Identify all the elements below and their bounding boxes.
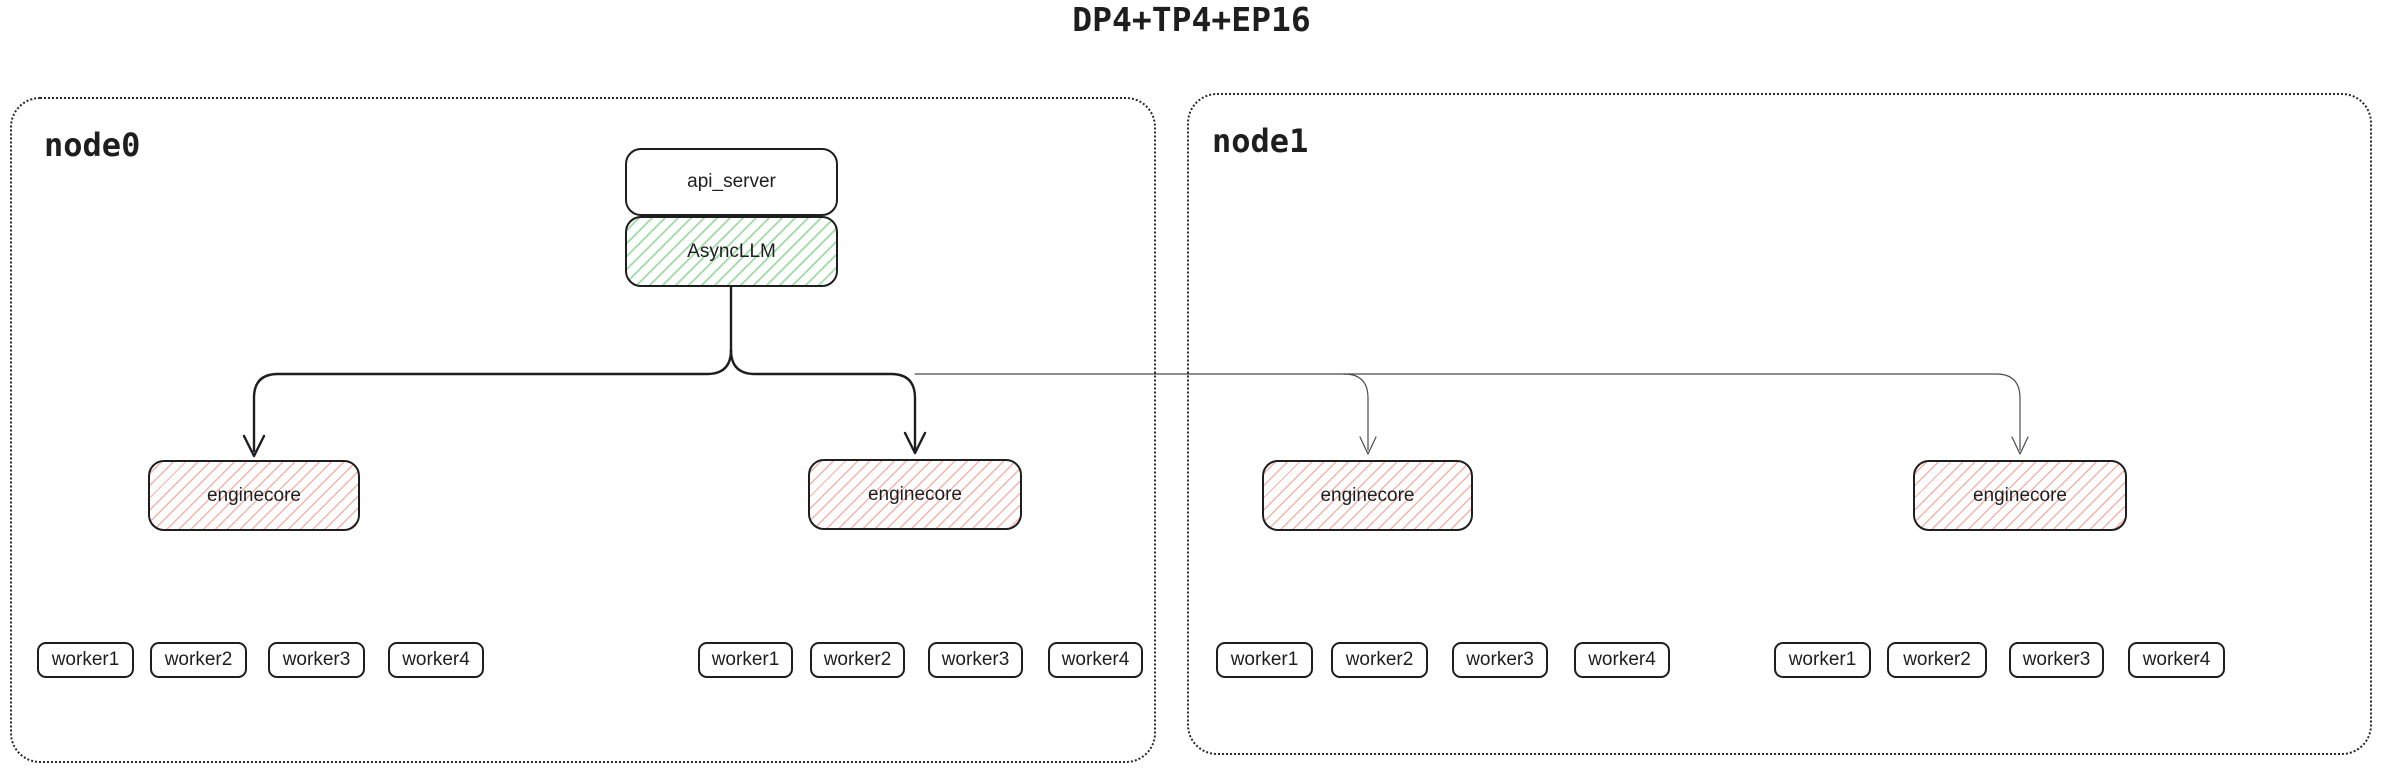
node1-container [1187, 93, 2372, 755]
edge-asyncllm-enginecore4 [914, 373, 2021, 451]
worker-box: worker3 [268, 642, 365, 678]
worker-box: worker3 [2009, 642, 2104, 678]
enginecore-box: enginecore [148, 460, 360, 531]
edge-asyncllm-enginecore2 [729, 348, 917, 451]
worker-box: worker2 [150, 642, 247, 678]
worker-box: worker3 [928, 642, 1023, 678]
worker-box: worker4 [1574, 642, 1670, 678]
node0-container [10, 97, 1156, 763]
worker-box: worker3 [1452, 642, 1548, 678]
arrowhead-enginecore3-icon [1359, 436, 1377, 455]
worker-box: worker4 [2128, 642, 2225, 678]
worker-box: worker2 [1887, 642, 1987, 678]
thin-connectors [914, 373, 2029, 455]
worker-box: worker1 [1216, 642, 1313, 678]
edge-asyncllm-enginecore3 [1343, 373, 1369, 451]
enginecore-box: enginecore [1913, 460, 2127, 531]
arrowhead-enginecore1-icon [242, 434, 266, 458]
thick-connectors [242, 285, 927, 458]
node0-label: node0 [44, 126, 141, 164]
worker-box: worker2 [1331, 642, 1428, 678]
worker-box: worker1 [1774, 642, 1871, 678]
api-server-box: api_server [625, 148, 838, 216]
arrowhead-enginecore4-icon [2011, 436, 2029, 455]
enginecore-box: enginecore [1262, 460, 1473, 531]
enginecore-box: enginecore [808, 459, 1022, 530]
node1-label: node1 [1212, 122, 1309, 160]
edge-asyncllm-enginecore1 [252, 348, 733, 453]
worker-box: worker2 [810, 642, 905, 678]
worker-box: worker4 [388, 642, 484, 678]
arrowhead-enginecore2-icon [903, 431, 927, 455]
diagram-title: DP4+TP4+EP16 [1072, 0, 1311, 39]
asyncllm-box: AsyncLLM [625, 216, 838, 287]
worker-box: worker1 [37, 642, 134, 678]
worker-box: worker1 [698, 642, 793, 678]
worker-box: worker4 [1048, 642, 1143, 678]
